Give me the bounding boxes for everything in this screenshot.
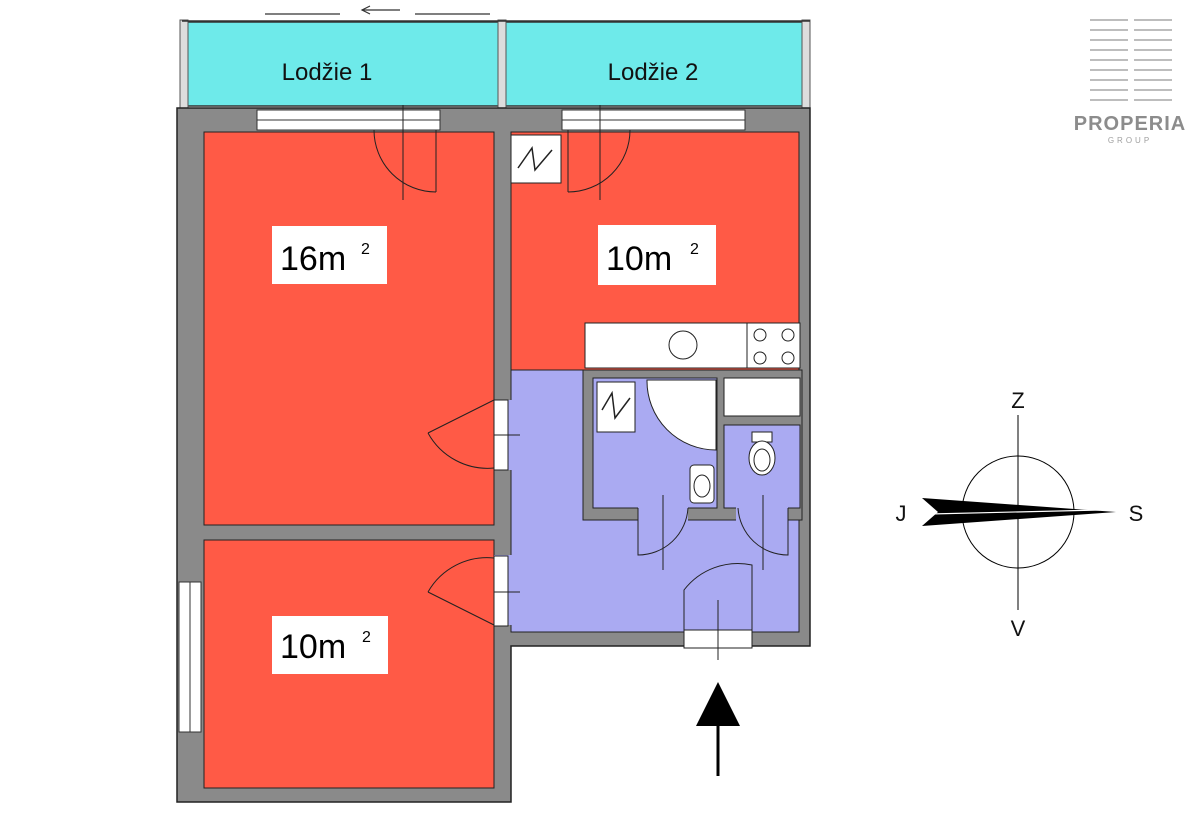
kitchen-sink <box>668 330 698 360</box>
area-label-small-bg <box>272 616 388 674</box>
compass-east: S <box>1129 501 1144 526</box>
logo: PROPERIA GROUP <box>1074 16 1186 145</box>
logo-name: PROPERIA <box>1074 113 1186 135</box>
loggia-divider <box>497 19 507 109</box>
door-bathroom <box>637 507 689 556</box>
top-direction-marker <box>265 5 490 15</box>
compass-south: V <box>1011 616 1026 641</box>
kitchen-chimney <box>510 134 562 184</box>
kitchen-counter <box>584 322 801 369</box>
loggia-1 <box>184 21 501 107</box>
door-wc <box>737 507 789 556</box>
hob-burner <box>753 328 767 342</box>
counter <box>584 322 801 369</box>
storage-niche <box>723 377 801 417</box>
area-label-small-sup: 2 <box>362 629 371 646</box>
loggia-2-label: Lodžie 2 <box>608 59 699 86</box>
area-label-kitchen-bg <box>598 225 716 285</box>
toilet-bowl <box>748 440 776 476</box>
bathroom-block <box>582 369 803 522</box>
door-loggia-2 <box>567 129 631 193</box>
loggia-right-rail <box>801 19 811 109</box>
area-label-large-bg <box>272 226 387 284</box>
loggias: Lodžie 1 Lodžie 2 <box>179 19 811 109</box>
area-labels: 16m 2 10m 2 10m 2 <box>272 225 716 674</box>
up-arrow-icon <box>696 682 740 776</box>
door-entrance <box>683 563 753 632</box>
area-label-kitchen: 10m <box>606 240 672 278</box>
loggia-left-rail <box>179 19 189 109</box>
logo-mark <box>1090 16 1172 104</box>
logo-sub: GROUP <box>1108 136 1152 145</box>
shower-tray <box>646 379 717 451</box>
loggia-1-label: Lodžie 1 <box>282 59 373 86</box>
windows <box>178 109 746 733</box>
door-small-room <box>427 557 495 626</box>
loggia-2 <box>504 21 808 107</box>
compass-west: J <box>896 501 907 526</box>
compass-north: Z <box>1011 388 1024 413</box>
room-large <box>203 131 495 526</box>
area-label-large-sup: 2 <box>361 241 370 258</box>
door-large-room <box>427 399 495 469</box>
area-label-large: 16m <box>280 240 346 278</box>
chimney-icon <box>596 381 636 433</box>
compass-icon: Z V J S <box>896 388 1144 641</box>
door-loggia-1 <box>373 129 437 193</box>
doors <box>373 105 789 660</box>
area-label-kitchen-sup: 2 <box>690 241 699 258</box>
area-label-small: 10m <box>280 628 346 666</box>
